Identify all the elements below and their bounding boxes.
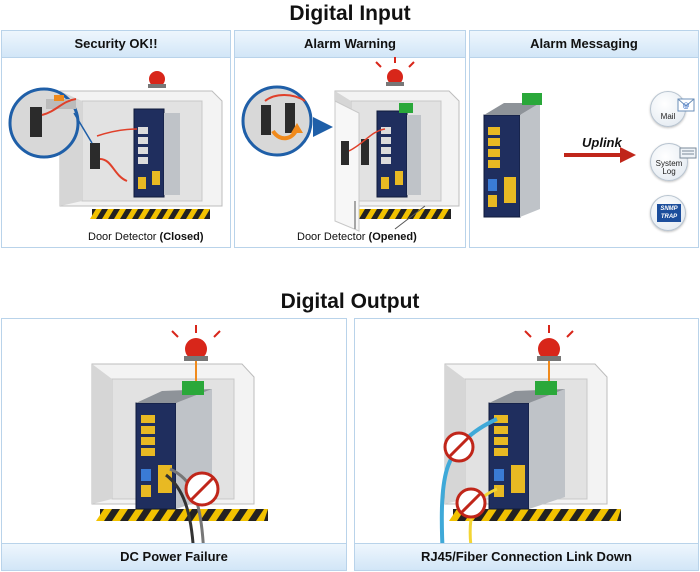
- panel-alarm-messaging: Alarm Messaging Uplink @ Mail System Lo: [469, 30, 699, 248]
- terminal-block: [399, 103, 413, 113]
- mail-badge: @ Mail: [650, 91, 695, 127]
- caption-door-closed: Door Detector (Closed): [88, 231, 204, 243]
- switch-heatsink: [520, 103, 540, 217]
- system-log-icon: [679, 147, 697, 159]
- panel-alarm-warning: Alarm Warning: [234, 30, 466, 248]
- terminal-block: [182, 381, 204, 395]
- switch-heatsink: [164, 113, 180, 195]
- system-log-label: System Log: [655, 159, 683, 176]
- digital-output-title: Digital Output: [280, 290, 420, 313]
- snmp-trap-icon: SNMP TRAP: [657, 204, 681, 222]
- link-down-illustration: [439, 325, 621, 560]
- alarm-warning-illustration: [241, 57, 460, 232]
- panel-title-alarm-warning: Alarm Warning: [235, 31, 465, 58]
- panel-title-dc-power-failure: DC Power Failure: [2, 543, 346, 570]
- alarm-light: [387, 69, 403, 85]
- door-sensor: [341, 141, 349, 165]
- caption-door-opened: Door Detector (Opened): [297, 231, 417, 243]
- snmp-trap-badge: SNMP TRAP: [650, 195, 686, 231]
- svg-text:@: @: [683, 102, 690, 110]
- alarm-light: [149, 71, 165, 87]
- hazard-stripe: [92, 209, 210, 219]
- open-door: [334, 100, 360, 232]
- door-sensor: [90, 143, 100, 169]
- panel-title-link-down: RJ45/Fiber Connection Link Down: [355, 543, 698, 570]
- alarm-light: [185, 338, 207, 360]
- mail-icon: @: [677, 98, 695, 112]
- alarm-light: [538, 338, 560, 360]
- alarm-messaging-illustration: [483, 93, 636, 218]
- panel-link-down: RJ45/Fiber Connection Link Down: [354, 318, 699, 571]
- terminal-block: [535, 381, 557, 395]
- rj45-cable: [439, 417, 498, 560]
- panel-title-alarm-messaging: Alarm Messaging: [470, 31, 698, 58]
- panel-title-security-ok: Security OK!!: [2, 31, 230, 58]
- uplink-label: Uplink: [582, 135, 622, 150]
- dc-power-failure-illustration: [91, 325, 268, 560]
- mail-label: Mail: [660, 112, 676, 121]
- panel-dc-power-failure: DC Power Failure: [1, 318, 347, 571]
- digital-input-title: Digital Input: [289, 2, 411, 25]
- panel-security-ok: Security OK!! Doo: [1, 30, 231, 248]
- terminal-block: [522, 93, 542, 105]
- system-log-badge: System Log: [650, 143, 697, 181]
- security-ok-illustration: [8, 71, 223, 219]
